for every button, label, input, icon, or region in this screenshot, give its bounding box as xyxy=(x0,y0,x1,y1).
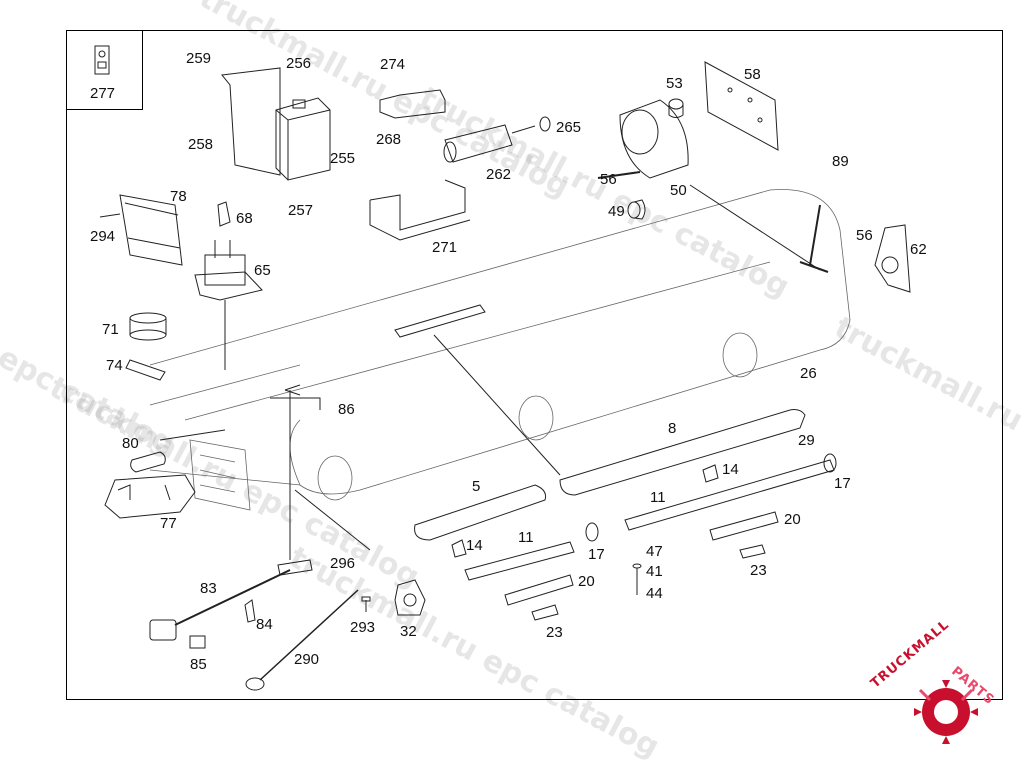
callout-14: 14 xyxy=(466,537,483,554)
leader-lines xyxy=(159,184,829,560)
callout-256: 256 xyxy=(286,55,312,72)
part-68-icon xyxy=(217,201,231,227)
callout-293: 293 xyxy=(350,619,376,636)
callout-11: 11 xyxy=(518,529,534,546)
callout-89: 89 xyxy=(832,153,849,170)
callout-11: 11 xyxy=(650,489,666,506)
callout-78: 78 xyxy=(170,188,187,205)
part-11-icon xyxy=(464,459,835,581)
callout-17: 17 xyxy=(834,475,851,492)
callout-5: 5 xyxy=(472,478,481,495)
callout-85: 85 xyxy=(190,656,207,673)
callout-296: 296 xyxy=(330,555,356,572)
part-290-icon xyxy=(245,589,359,691)
callout-65: 65 xyxy=(254,262,271,279)
callout-44: 44 xyxy=(646,585,663,602)
callout-265: 265 xyxy=(556,119,582,136)
part-50-icon xyxy=(597,99,689,179)
part-5-icon xyxy=(414,484,546,541)
part-49-icon xyxy=(627,199,646,220)
callout-84: 84 xyxy=(256,616,273,633)
callout-255: 255 xyxy=(330,150,356,167)
callout-74: 74 xyxy=(106,357,123,374)
callout-20: 20 xyxy=(578,573,595,590)
callout-268: 268 xyxy=(376,131,402,148)
callout-86: 86 xyxy=(338,401,355,418)
part-84-icon xyxy=(244,599,256,623)
part-271-icon xyxy=(369,179,471,241)
part-62-icon xyxy=(874,224,911,293)
part-294-icon xyxy=(99,213,121,218)
part-85-icon xyxy=(189,635,206,649)
callout-50: 50 xyxy=(670,182,687,199)
logo-gear-icon xyxy=(914,680,978,744)
part-262-icon xyxy=(443,116,551,163)
callout-62: 62 xyxy=(910,241,927,258)
callout-41: 41 xyxy=(646,563,663,580)
callout-26: 26 xyxy=(800,365,817,382)
part-53-icon xyxy=(668,98,684,118)
part-23-icon xyxy=(531,544,766,621)
callout-277: 277 xyxy=(90,85,116,102)
callout-32: 32 xyxy=(400,623,417,640)
part-277-icon xyxy=(94,45,110,75)
part-268-icon xyxy=(379,89,446,119)
callout-17: 17 xyxy=(588,546,605,563)
callout-77: 77 xyxy=(160,515,177,532)
part-80-icon xyxy=(130,451,166,473)
callout-257: 257 xyxy=(288,202,314,219)
callout-8: 8 xyxy=(668,420,677,437)
callout-68: 68 xyxy=(236,210,253,227)
diagram-frame xyxy=(66,30,1003,700)
callout-290: 290 xyxy=(294,651,320,668)
callout-23: 23 xyxy=(750,562,767,579)
callout-294: 294 xyxy=(90,228,116,245)
callout-47: 47 xyxy=(646,543,663,560)
part-83-icon xyxy=(149,559,313,641)
callout-80: 80 xyxy=(122,435,139,452)
callout-262: 262 xyxy=(486,166,512,183)
part-58-icon xyxy=(704,61,779,151)
part-255-icon xyxy=(221,67,331,181)
part-77-icon xyxy=(104,474,196,519)
vehicle-body-outline xyxy=(149,189,851,511)
callout-71: 71 xyxy=(102,321,119,338)
callout-53: 53 xyxy=(666,75,683,92)
inset-box xyxy=(66,30,143,110)
part-86-icon xyxy=(394,304,486,338)
callout-14: 14 xyxy=(722,461,739,478)
part-78-icon xyxy=(119,194,183,266)
callout-23: 23 xyxy=(546,624,563,641)
callout-83: 83 xyxy=(200,580,217,597)
part-32-icon xyxy=(394,579,426,616)
callout-271: 271 xyxy=(432,239,458,256)
callout-56: 56 xyxy=(600,171,617,188)
part-14-icon xyxy=(451,464,719,558)
callout-20: 20 xyxy=(784,511,801,528)
part-74-icon xyxy=(125,359,166,381)
callout-258: 258 xyxy=(188,136,214,153)
callout-56: 56 xyxy=(856,227,873,244)
part-17-icon xyxy=(585,453,837,542)
callout-29: 29 xyxy=(798,432,815,449)
part-41-44-icon xyxy=(632,563,642,595)
callout-49: 49 xyxy=(608,203,625,220)
callout-274: 274 xyxy=(380,56,406,73)
part-71-icon xyxy=(129,312,167,341)
callout-259: 259 xyxy=(186,50,212,67)
part-8-icon xyxy=(559,409,806,496)
part-293-icon xyxy=(361,596,371,612)
callout-58: 58 xyxy=(744,66,761,83)
part-65-icon xyxy=(194,240,263,301)
part-20-icon xyxy=(504,511,779,606)
